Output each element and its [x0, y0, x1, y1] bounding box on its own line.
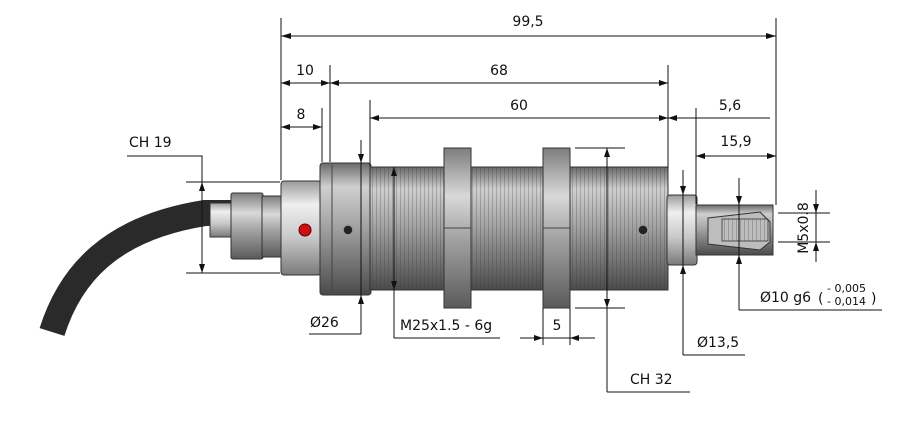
label-68: 68: [490, 63, 508, 79]
label-10: 10: [296, 63, 314, 79]
tolerance-bracket-close: ): [871, 291, 876, 307]
label-8: 8: [297, 107, 306, 123]
label-m5: M5x0.8: [796, 202, 812, 254]
label-60: 60: [510, 98, 528, 114]
shaft-thread: [721, 218, 769, 242]
tolerance-bracket-open: (: [818, 291, 823, 307]
cable: [39, 200, 232, 337]
label-tol-upper: - 0,005: [827, 282, 866, 295]
label-5-6: 5,6: [719, 98, 741, 114]
flange-screw: [342, 224, 354, 236]
label-ch32: CH 32: [630, 372, 673, 388]
sensor-body: [39, 147, 774, 337]
gland-nut: [230, 192, 264, 260]
label-shaft-dia: Ø10 g6: [760, 290, 811, 306]
label-dia13-5: Ø13,5: [697, 335, 739, 351]
led-indicator: [298, 223, 312, 237]
front-collar: [666, 194, 698, 266]
label-tol-lower: - 0,014: [827, 295, 866, 308]
barrel-screw: [637, 224, 649, 236]
label-overall-length: 99,5: [512, 14, 543, 30]
gland-hex: [261, 195, 282, 258]
dimension-lines: [127, 33, 882, 393]
label-thread-main: M25x1.5 - 6g: [400, 318, 492, 334]
gland-sleeve: [209, 202, 235, 238]
label-dia26: Ø26: [310, 315, 339, 331]
label-5: 5: [553, 318, 562, 334]
label-ch19: CH 19: [129, 135, 172, 151]
extension-lines: [186, 18, 830, 345]
dimension-labels: 99,5 10 68 8 60 5,6 15,9 M5x0.8 CH 19 Ø2…: [129, 14, 876, 388]
label-15-9: 15,9: [720, 134, 751, 150]
